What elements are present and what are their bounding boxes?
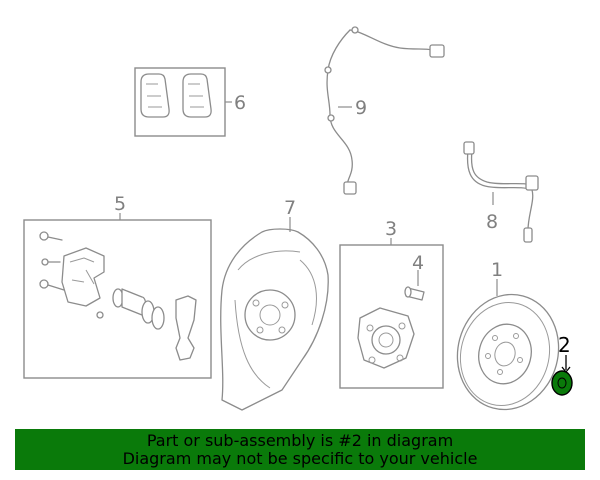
brake-pads-group: 6 <box>134 67 246 137</box>
dust-shield-group: 7 <box>220 197 329 411</box>
banner-line-2: Diagram may not be specific to your vehi… <box>122 449 478 468</box>
callout-2: 2 <box>558 333 571 357</box>
info-banner: Part or sub-assembly is #2 in diagram Di… <box>15 429 585 470</box>
hub-nut <box>551 370 573 396</box>
caliper-group: 5 <box>23 193 212 379</box>
wheel-hub <box>357 307 415 369</box>
hub-nut-group: 2 <box>551 333 573 396</box>
rotor-group: 1 <box>456 259 560 411</box>
brake-hose-line <box>466 149 534 231</box>
dust-shield <box>220 228 329 411</box>
callout-5: 5 <box>114 193 126 215</box>
callout-7: 7 <box>284 197 296 219</box>
sensor-wire <box>326 29 353 189</box>
callout-1: 1 <box>491 259 503 281</box>
brake-hose-group: 8 <box>463 141 539 243</box>
banner-line-1: Part or sub-assembly is #2 in diagram <box>146 431 454 450</box>
sensor-connector <box>429 44 445 58</box>
brake-rotor <box>456 293 560 411</box>
piston-and-seals <box>112 288 165 330</box>
caliper-bracket <box>175 295 197 361</box>
callout-3: 3 <box>385 218 397 240</box>
sensor-head <box>343 181 357 195</box>
callout-9: 9 <box>355 97 367 119</box>
callout-6: 6 <box>234 92 246 114</box>
abs-sensor-group: 9 <box>324 26 445 195</box>
caliper-body <box>61 247 105 307</box>
wheel-stud: 4 <box>404 252 425 301</box>
caliper-bolts <box>39 231 65 291</box>
hub-group: 3 4 <box>339 218 444 389</box>
callout-8: 8 <box>486 211 498 233</box>
callout-4: 4 <box>412 252 424 274</box>
